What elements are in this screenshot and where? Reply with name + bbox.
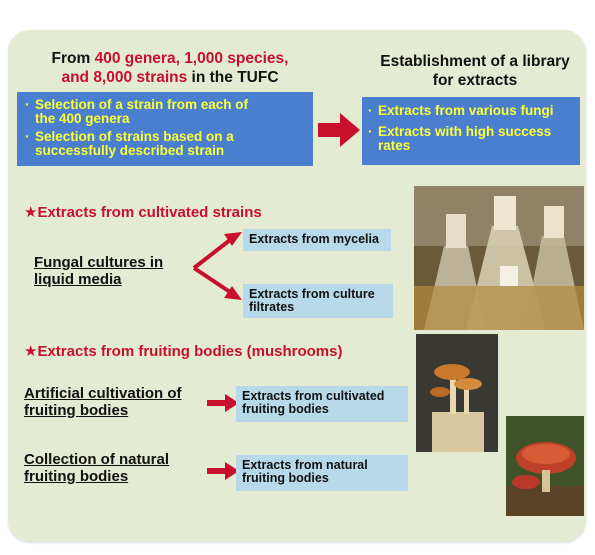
- star-icon: ★: [24, 204, 38, 221]
- section-fruiting-title: ★Extracts from fruiting bodies (mushroom…: [24, 343, 343, 360]
- section-cultivated-title: ★Extracts from cultivated strains: [24, 204, 262, 221]
- filtrate-extract-box: Extracts from culture filtrates: [243, 284, 393, 318]
- cultivated-mushroom-image: [416, 334, 498, 452]
- natural-extract-box: Extracts from natural fruiting bodies: [236, 455, 408, 491]
- source-heading: From 400 genera, 1,000 species, and 8,00…: [51, 50, 289, 86]
- natural-mushroom-photo: [506, 416, 584, 516]
- liquid-culture-label: Fungal cultures in liquid media: [34, 254, 164, 288]
- fork-arrow-icon: [192, 232, 242, 300]
- arrow-icon: [207, 462, 239, 480]
- bullet-2: ·Selection of strains based on a success…: [25, 129, 234, 158]
- cultivated-extract-box: Extracts from cultivated fruiting bodies: [236, 386, 408, 422]
- bullet-1: ·Selection of a strain from each of the …: [25, 97, 249, 126]
- library-bullet-2: ·Extracts with high success rates: [368, 124, 552, 153]
- selection-box: ·Selection of a strain from each of the …: [17, 92, 313, 166]
- natural-collection-label: Collection of natural fruiting bodies: [24, 451, 170, 485]
- arrow-icon: [207, 394, 239, 412]
- main-arrow-icon: [318, 113, 360, 147]
- flask-photo: [414, 186, 584, 330]
- artificial-cultivation-label: Artificial cultivation of fruiting bodie…: [24, 385, 182, 419]
- library-bullet-1: ·Extracts from various fungi: [368, 103, 554, 118]
- star-icon: ★: [24, 343, 38, 360]
- natural-mushroom-image: [506, 416, 584, 516]
- cultivated-mushroom-photo: [416, 334, 498, 452]
- mycelia-extract-box: Extracts from mycelia: [243, 229, 391, 251]
- library-box: ·Extracts from various fungi ·Extracts w…: [362, 97, 580, 165]
- library-heading: Establishment of a library for extracts: [380, 53, 570, 89]
- flask-photo-image: [414, 186, 584, 330]
